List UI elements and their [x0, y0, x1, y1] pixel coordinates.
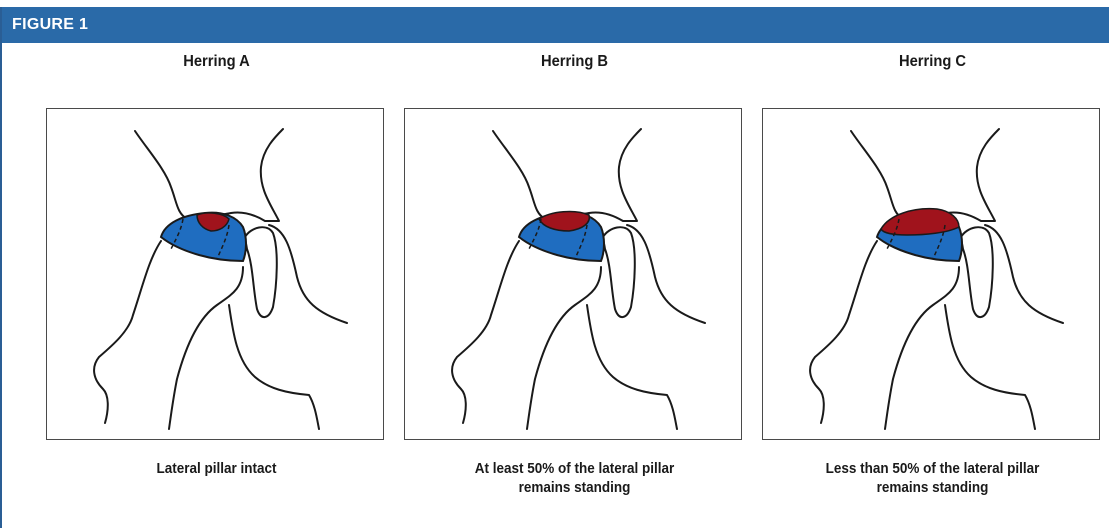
lesser-trochanter-outline: [945, 305, 1035, 429]
femur-outline: [94, 241, 161, 423]
necrosis-region: [881, 209, 959, 235]
hip-joint-diagram: [405, 109, 743, 441]
hip-joint-diagram: [47, 109, 385, 441]
ischium-outline: [961, 227, 993, 317]
lesser-trochanter-outline: [229, 305, 319, 429]
caption-line-1: Less than 50% of the lateral pillar: [777, 459, 1088, 478]
femur-outline: [452, 241, 519, 423]
panel-caption: Lateral pillar intact: [61, 459, 372, 478]
pelvis-outline: [851, 129, 999, 221]
caption-line-2: remains standing: [419, 478, 730, 497]
figure-header: FIGURE 1: [2, 7, 1109, 43]
ischium-outline: [245, 227, 277, 317]
caption-line-1: Lateral pillar intact: [61, 459, 372, 478]
femur-outline: [810, 241, 877, 423]
lesser-trochanter-outline: [587, 305, 677, 429]
figure-label: FIGURE 1: [12, 7, 88, 43]
hip-diagram-box: [404, 108, 742, 440]
caption-line-2: remains standing: [777, 478, 1088, 497]
ischium-outer-outline: [269, 225, 347, 323]
ischium-outline: [603, 227, 635, 317]
pelvis-outline: [493, 129, 641, 221]
femur-inner-outline: [527, 267, 601, 429]
hip-diagram-box: [46, 108, 384, 440]
caption-line-1: At least 50% of the lateral pillar: [419, 459, 730, 478]
panel-title: Herring A: [58, 53, 375, 71]
panel-title: Herring C: [774, 53, 1091, 71]
panel-title: Herring B: [416, 53, 733, 71]
ischium-outer-outline: [985, 225, 1063, 323]
panel-caption: At least 50% of the lateral pillar remai…: [419, 459, 730, 497]
panel-caption: Less than 50% of the lateral pillar rema…: [777, 459, 1088, 497]
femur-inner-outline: [885, 267, 959, 429]
pelvis-outline: [135, 129, 283, 221]
ischium-outer-outline: [627, 225, 705, 323]
figure-frame: FIGURE 1 Herring A: [0, 7, 1109, 528]
hip-diagram-box: [762, 108, 1100, 440]
hip-joint-diagram: [763, 109, 1101, 441]
femur-inner-outline: [169, 267, 243, 429]
